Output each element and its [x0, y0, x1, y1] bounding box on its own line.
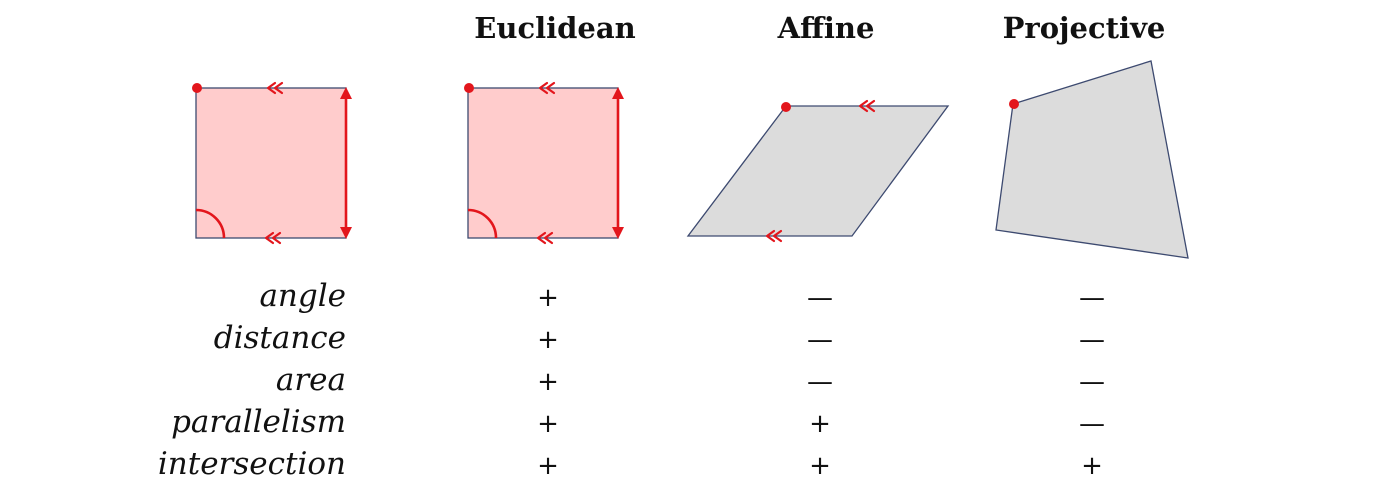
affine-marks: — — — + +: [807, 283, 833, 481]
affine-parallelogram-diagram: [686, 99, 950, 243]
mark-euclidean-area: +: [537, 367, 559, 397]
vertex-dot: [464, 83, 474, 93]
mark-projective-area: —: [1079, 367, 1105, 397]
mark-euclidean-parallelism: +: [537, 409, 559, 439]
property-labels: angle distance area parallelism intersec…: [158, 278, 346, 482]
mark-euclidean-distance: +: [537, 325, 559, 355]
height-double-arrow: [612, 87, 624, 239]
mark-euclidean-intersection: +: [537, 451, 559, 481]
row-label-intersection: intersection: [158, 446, 346, 482]
euclidean-square: [467, 87, 619, 239]
column-title-projective: Projective: [1003, 11, 1166, 45]
row-label-distance: distance: [214, 320, 346, 356]
mark-projective-angle: —: [1079, 283, 1105, 313]
row-label-parallelism: parallelism: [171, 404, 346, 440]
projective-quadrilateral: [995, 60, 1189, 259]
projective-marks: — — — — +: [1079, 283, 1105, 481]
right-angle-arc: [467, 208, 498, 239]
height-double-arrow: [340, 87, 352, 239]
mark-affine-area: —: [807, 367, 833, 397]
projective-quadrilateral-diagram: [995, 60, 1189, 259]
vertex-dot: [192, 83, 202, 93]
column-title-euclidean: Euclidean: [474, 11, 635, 45]
affine-parallelogram: [686, 105, 950, 237]
vertex-dot: [1009, 99, 1019, 109]
mark-affine-intersection: +: [809, 451, 831, 481]
mark-affine-distance: —: [807, 325, 833, 355]
reference-square-diagram: [192, 81, 352, 245]
column-title-affine: Affine: [777, 11, 875, 45]
reference-square: [195, 87, 347, 239]
right-angle-arc: [195, 208, 226, 239]
row-label-angle: angle: [259, 278, 346, 314]
euclidean-square-diagram: [464, 81, 624, 245]
mark-projective-intersection: +: [1081, 451, 1103, 481]
mark-affine-parallelism: +: [809, 409, 831, 439]
mark-projective-parallelism: —: [1079, 409, 1105, 439]
row-label-area: area: [276, 362, 346, 398]
vertex-dot: [781, 102, 791, 112]
mark-projective-distance: —: [1079, 325, 1105, 355]
mark-euclidean-angle: +: [537, 283, 559, 313]
euclidean-marks: + + + + +: [537, 283, 559, 481]
mark-affine-angle: —: [807, 283, 833, 313]
